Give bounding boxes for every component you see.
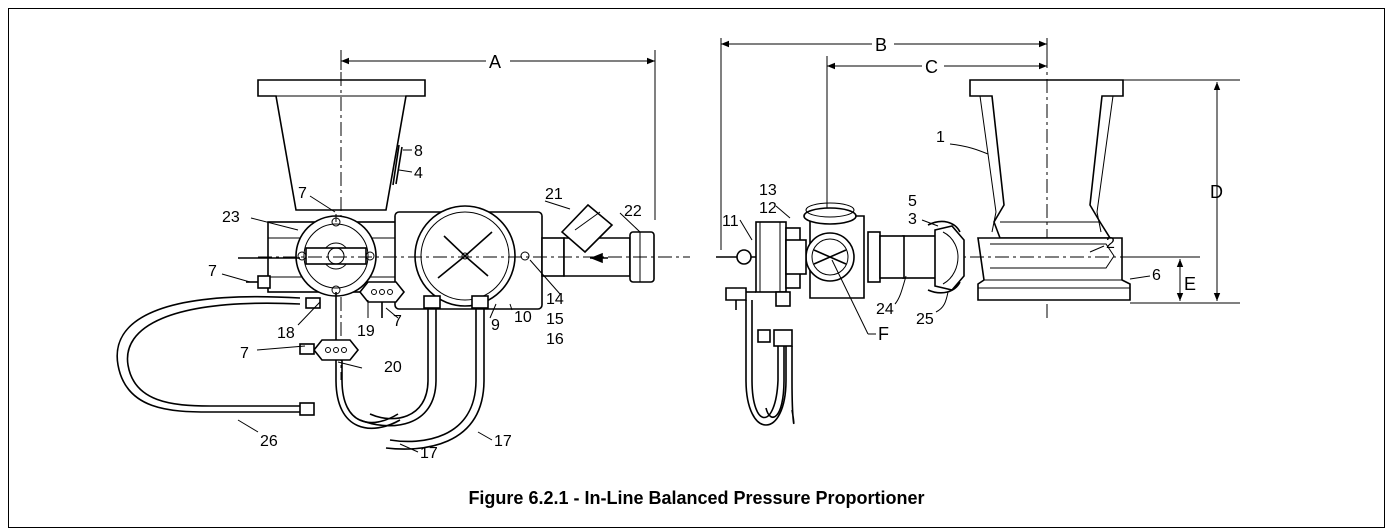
callout-24: 24 [876, 301, 894, 318]
callout-9: 9 [491, 317, 500, 334]
dim-d-label: D [1210, 182, 1223, 202]
left-callouts: 8 4 7 23 7 21 22 14 15 16 10 9 7 19 18 7… [208, 143, 642, 462]
callout-21: 21 [545, 186, 563, 203]
figure-caption: Figure 6.2.1 - In-Line Balanced Pressure… [468, 488, 925, 508]
callout-15: 15 [546, 311, 564, 328]
callout-2: 2 [1106, 235, 1115, 252]
callout-1: 1 [936, 129, 945, 146]
right-callouts: 13 12 11 F 1 5 3 2 6 24 25 [722, 129, 1161, 344]
dim-a-label: A [489, 52, 501, 72]
callout-23: 23 [222, 209, 240, 226]
callout-11: 11 [722, 213, 739, 230]
callout-10: 10 [514, 309, 532, 326]
callout-7-manifold: 7 [393, 313, 402, 330]
callout-12: 12 [759, 200, 777, 217]
dim-f-label: F [878, 324, 889, 344]
callout-7-left: 7 [208, 263, 217, 280]
callout-3: 3 [908, 211, 917, 228]
callout-26: 26 [260, 433, 278, 450]
callout-18: 18 [277, 325, 295, 342]
left-view: A [116, 50, 690, 450]
callout-16: 16 [546, 331, 564, 348]
dim-e-label: E [1184, 274, 1196, 294]
callout-6: 6 [1152, 267, 1161, 284]
callout-17-right: 17 [494, 433, 512, 450]
callout-4: 4 [414, 165, 423, 182]
callout-5: 5 [908, 193, 917, 210]
dim-c-label: C [925, 57, 938, 77]
callout-7-top: 7 [298, 185, 307, 202]
callout-25: 25 [916, 311, 934, 328]
callout-14: 14 [546, 291, 564, 308]
callout-20: 20 [384, 359, 402, 376]
right-view: B C D E [716, 35, 1240, 426]
callout-19: 19 [357, 323, 375, 340]
callout-7-lower: 7 [240, 345, 249, 362]
callout-8: 8 [414, 143, 423, 160]
dim-b-label: B [875, 35, 887, 55]
callout-13: 13 [759, 182, 777, 199]
callout-17-lower: 17 [420, 445, 438, 462]
callout-22: 22 [624, 203, 642, 220]
